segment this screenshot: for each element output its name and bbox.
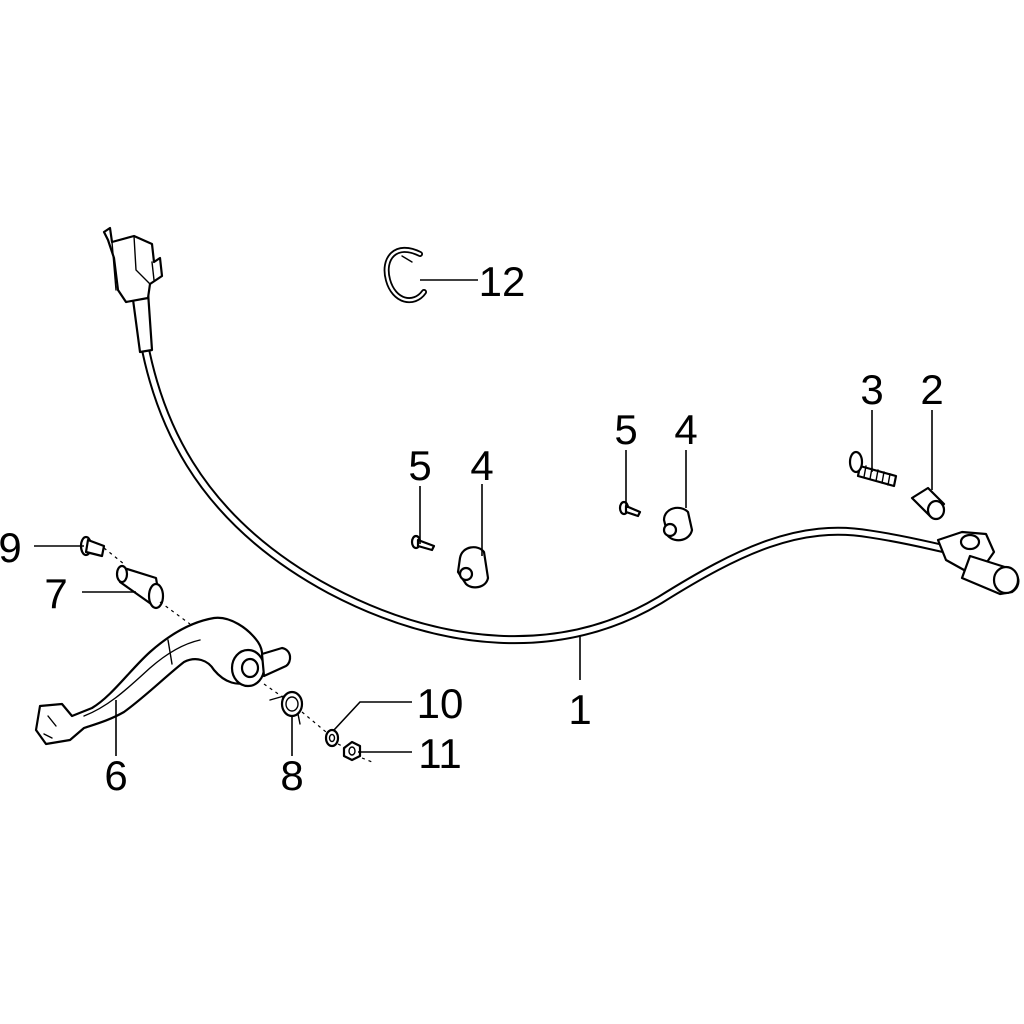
- pivot-collar: [115, 564, 165, 610]
- brake-pedal-arm: [34, 616, 292, 746]
- hex-nut: [342, 740, 362, 762]
- sensor-cable-assembly: [102, 226, 1020, 645]
- callout-10: 10: [417, 680, 464, 727]
- callout-12: 12: [479, 258, 526, 305]
- callout-8: 8: [280, 752, 303, 799]
- leader-lines: [34, 279, 933, 756]
- callout-labels: 1 2 3 4 4 5 5 6 7 8 9 10 11 12: [0, 258, 944, 799]
- snap-ring: [383, 246, 427, 304]
- tapping-screw-left: [410, 534, 436, 552]
- tapping-screw-right: [618, 500, 642, 518]
- collar-spacer: [910, 486, 946, 521]
- callout-9: 9: [0, 524, 22, 571]
- washer: [324, 728, 340, 748]
- pivot-pin: [79, 535, 106, 558]
- connector-plug: [102, 226, 164, 304]
- callout-5-left: 5: [408, 442, 431, 489]
- cable-clamp-right: [662, 506, 694, 542]
- return-spring: [269, 690, 304, 725]
- callout-3: 3: [860, 366, 883, 413]
- callout-11: 11: [418, 730, 462, 777]
- flange-bolt: [848, 450, 898, 488]
- callout-2: 2: [920, 366, 943, 413]
- callout-7: 7: [44, 570, 67, 617]
- cable-inner: [135, 297, 953, 643]
- callout-1: 1: [568, 686, 591, 733]
- leader-10: [333, 701, 412, 731]
- callout-5-right: 5: [614, 406, 637, 453]
- cable-clamp-left: [456, 546, 490, 589]
- callout-6: 6: [104, 752, 127, 799]
- assembly-lines: [103, 547, 373, 763]
- cable-outer: [133, 295, 955, 645]
- callout-4-right: 4: [674, 406, 697, 453]
- callout-4-left: 4: [470, 442, 493, 489]
- wheel-speed-sensor-head: [936, 530, 1020, 596]
